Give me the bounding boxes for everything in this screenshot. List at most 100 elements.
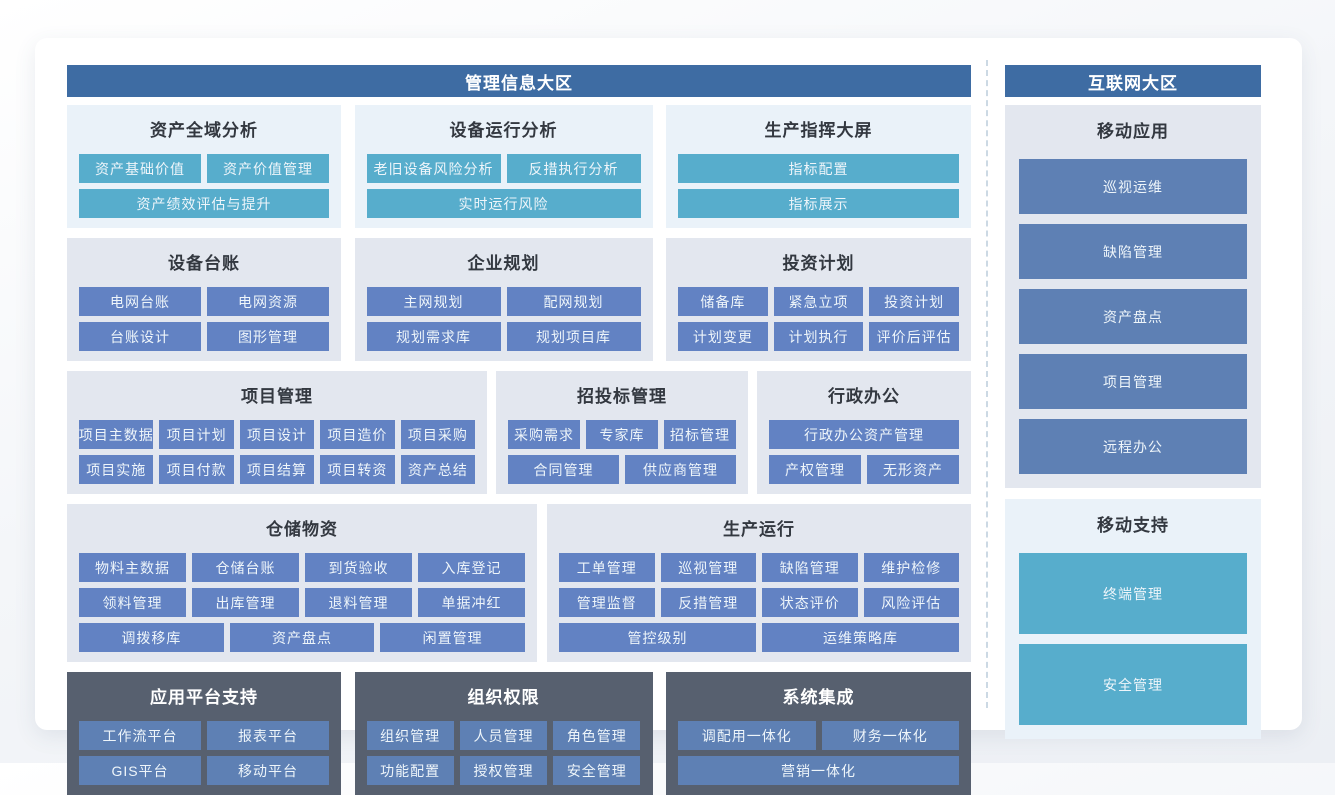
module-tile-investment-plan[interactable]: 计划变更 — [678, 322, 768, 351]
module-tile-project-management[interactable]: 项目计划 — [159, 420, 234, 449]
module-tile-warehouse-materials[interactable]: 调拨移库 — [79, 623, 224, 652]
module-tile-production-operation[interactable]: 巡视管理 — [660, 553, 756, 582]
module-tile-project-management[interactable]: 项目设计 — [239, 420, 315, 449]
module-tile-bidding-management[interactable]: 合同管理 — [508, 455, 619, 484]
group-project-management-title: 项目管理 — [241, 387, 313, 406]
module-tile-warehouse-materials[interactable]: 到货验收 — [305, 553, 412, 582]
module-tile-project-management[interactable]: 项目主数据 — [79, 420, 154, 449]
module-tile-warehouse-materials[interactable]: 单据冲红 — [418, 588, 525, 617]
group-production-operation: 生产运行工单管理巡视管理缺陷管理维护检修管理监督反措管理状态评价风险评估管控级别… — [547, 504, 971, 662]
module-tile-production-operation[interactable]: 缺陷管理 — [762, 553, 858, 582]
module-tile-organization-permission[interactable]: 角色管理 — [553, 721, 641, 750]
module-tile-production-operation[interactable]: 管控级别 — [559, 623, 756, 652]
module-tile-production-command-screen[interactable]: 指标配置 — [678, 154, 959, 183]
module-tile-project-management[interactable]: 项目付款 — [159, 455, 234, 484]
module-tile-warehouse-materials[interactable]: 入库登记 — [418, 553, 525, 582]
module-tile-mobile-apps[interactable]: 巡视运维 — [1019, 159, 1247, 214]
group-enterprise-planning-title: 企业规划 — [467, 254, 540, 273]
module-tile-bidding-management[interactable]: 采购需求 — [508, 420, 580, 449]
module-tile-project-management[interactable]: 项目采购 — [400, 420, 476, 449]
module-tile-production-operation[interactable]: 运维策略库 — [762, 623, 959, 652]
module-tile-asset-global-analysis[interactable]: 资产基础价值 — [79, 154, 201, 183]
module-tile-equipment-operation-analysis[interactable]: 实时运行风险 — [366, 189, 641, 218]
module-tile-app-platform-support[interactable]: GIS平台 — [79, 756, 201, 785]
module-tile-mobile-apps[interactable]: 缺陷管理 — [1019, 224, 1247, 279]
module-tile-app-platform-support[interactable]: 工作流平台 — [79, 721, 201, 750]
module-tile-warehouse-materials[interactable]: 闲置管理 — [380, 623, 526, 652]
module-tile-production-operation[interactable]: 状态评价 — [762, 588, 858, 617]
module-tile-organization-permission[interactable]: 功能配置 — [366, 756, 454, 785]
architecture-card: 管理信息大区 资产全域分析资产基础价值资产价值管理资产绩效评估与提升设备运行分析… — [35, 38, 1302, 795]
module-tile-project-management[interactable]: 资产总结 — [400, 455, 476, 484]
module-tile-project-management[interactable]: 项目结算 — [239, 455, 315, 484]
module-tile-production-operation[interactable]: 维护检修 — [863, 553, 959, 582]
module-tile-investment-plan[interactable]: 计划执行 — [773, 322, 864, 351]
module-tile-bidding-management[interactable]: 招标管理 — [664, 420, 736, 449]
module-tile-warehouse-materials[interactable]: 退料管理 — [305, 588, 412, 617]
module-tile-mobile-support[interactable]: 安全管理 — [1019, 644, 1247, 725]
module-tile-mobile-apps[interactable]: 远程办公 — [1019, 419, 1247, 474]
module-tile-equipment-ledger[interactable]: 电网台账 — [79, 287, 201, 316]
module-tile-system-integration[interactable]: 财务一体化 — [821, 721, 959, 750]
module-tile-production-command-screen[interactable]: 指标展示 — [678, 189, 959, 218]
module-tile-equipment-operation-analysis[interactable]: 老旧设备风险分析 — [366, 154, 501, 183]
item-row-asset-global-analysis: 资产基础价值资产价值管理 — [79, 154, 329, 183]
zone-management: 管理信息大区 资产全域分析资产基础价值资产价值管理资产绩效评估与提升设备运行分析… — [67, 65, 971, 795]
item-row-asset-global-analysis: 资产绩效评估与提升 — [79, 189, 329, 218]
module-tile-organization-permission[interactable]: 授权管理 — [459, 756, 548, 785]
group-enterprise-planning: 企业规划主网规划配网规划规划需求库规划项目库 — [354, 238, 653, 361]
module-tile-asset-global-analysis[interactable]: 资产绩效评估与提升 — [79, 189, 329, 218]
module-tile-system-integration[interactable]: 营销一体化 — [678, 756, 959, 785]
module-tile-production-operation[interactable]: 管理监督 — [559, 588, 655, 617]
module-tile-enterprise-planning[interactable]: 规划需求库 — [366, 322, 501, 351]
module-tile-administrative-office[interactable]: 无形资产 — [867, 455, 959, 484]
group-mobile-apps: 移动应用巡视运维缺陷管理资产盘点项目管理远程办公 — [1005, 105, 1261, 488]
item-row-system-integration: 营销一体化 — [678, 756, 959, 785]
module-tile-asset-global-analysis[interactable]: 资产价值管理 — [207, 154, 329, 183]
item-row-warehouse-materials: 调拨移库资产盘点闲置管理 — [79, 623, 526, 652]
module-tile-investment-plan[interactable]: 紧急立项 — [773, 287, 864, 316]
module-tile-enterprise-planning[interactable]: 主网规划 — [366, 287, 501, 316]
item-row-equipment-ledger: 电网台账电网资源 — [79, 287, 329, 316]
module-tile-organization-permission[interactable]: 人员管理 — [459, 721, 548, 750]
module-tile-bidding-management[interactable]: 专家库 — [586, 420, 658, 449]
module-tile-warehouse-materials[interactable]: 出库管理 — [192, 588, 299, 617]
module-tile-system-integration[interactable]: 调配用一体化 — [678, 721, 816, 750]
module-tile-administrative-office[interactable]: 产权管理 — [769, 455, 861, 484]
group-production-command-screen-title: 生产指挥大屏 — [764, 121, 873, 140]
module-tile-equipment-ledger[interactable]: 台账设计 — [79, 322, 201, 351]
module-tile-project-management[interactable]: 项目实施 — [79, 455, 154, 484]
module-tile-investment-plan[interactable]: 储备库 — [678, 287, 768, 316]
module-tile-warehouse-materials[interactable]: 物料主数据 — [79, 553, 186, 582]
module-tile-warehouse-materials[interactable]: 仓储台账 — [192, 553, 299, 582]
module-tile-enterprise-planning[interactable]: 规划项目库 — [506, 322, 641, 351]
module-tile-production-operation[interactable]: 风险评估 — [863, 588, 959, 617]
module-tile-organization-permission[interactable]: 组织管理 — [366, 721, 454, 750]
item-row-administrative-office: 行政办公资产管理 — [769, 420, 959, 449]
module-tile-production-operation[interactable]: 反措管理 — [660, 588, 756, 617]
module-tile-production-operation[interactable]: 工单管理 — [559, 553, 655, 582]
module-tile-warehouse-materials[interactable]: 领料管理 — [79, 588, 186, 617]
module-tile-investment-plan[interactable]: 投资计划 — [869, 287, 960, 316]
module-tile-enterprise-planning[interactable]: 配网规划 — [506, 287, 641, 316]
item-row-equipment-ledger: 台账设计图形管理 — [79, 322, 329, 351]
module-tile-project-management[interactable]: 项目造价 — [320, 420, 395, 449]
group-equipment-operation-analysis-title: 设备运行分析 — [449, 121, 558, 140]
module-tile-mobile-apps[interactable]: 资产盘点 — [1019, 289, 1247, 344]
module-tile-equipment-operation-analysis[interactable]: 反措执行分析 — [506, 154, 641, 183]
module-tile-organization-permission[interactable]: 安全管理 — [553, 756, 641, 785]
module-tile-warehouse-materials[interactable]: 资产盘点 — [229, 623, 375, 652]
module-tile-app-platform-support[interactable]: 移动平台 — [207, 756, 329, 785]
module-tile-administrative-office[interactable]: 行政办公资产管理 — [769, 420, 959, 449]
module-tile-equipment-ledger[interactable]: 图形管理 — [207, 322, 329, 351]
module-tile-bidding-management[interactable]: 供应商管理 — [625, 455, 736, 484]
item-row-production-command-screen: 指标配置 — [678, 154, 959, 183]
module-tile-equipment-ledger[interactable]: 电网资源 — [207, 287, 329, 316]
group-project-management: 项目管理项目主数据项目计划项目设计项目造价项目采购项目实施项目付款项目结算项目转… — [67, 371, 487, 494]
module-tile-mobile-support[interactable]: 终端管理 — [1019, 553, 1247, 634]
module-tile-mobile-apps[interactable]: 项目管理 — [1019, 354, 1247, 409]
item-row-mobile-apps: 巡视运维 — [1019, 159, 1247, 214]
module-tile-project-management[interactable]: 项目转资 — [320, 455, 395, 484]
module-tile-investment-plan[interactable]: 评价后评估 — [869, 322, 960, 351]
module-tile-app-platform-support[interactable]: 报表平台 — [207, 721, 329, 750]
